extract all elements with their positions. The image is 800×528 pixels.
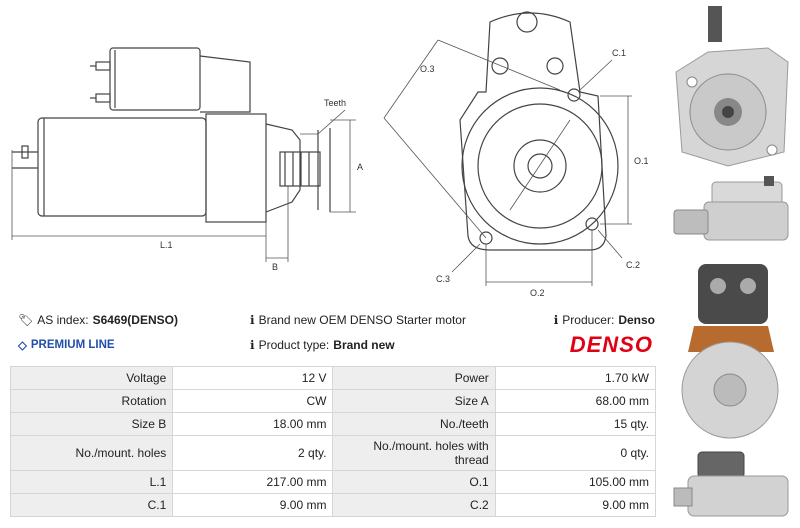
as-index-label: AS index: bbox=[37, 313, 89, 327]
spec-label: C.1 bbox=[9, 493, 174, 517]
spec-label: Size B bbox=[9, 412, 174, 436]
as-index: 🏷 AS index: S6469(DENSO) bbox=[18, 313, 178, 327]
spec-label: Size A bbox=[332, 389, 496, 413]
description-text: Brand new OEM DENSO Starter motor bbox=[258, 313, 466, 327]
producer-value: Denso bbox=[618, 313, 655, 327]
spec-value: CW bbox=[172, 389, 334, 413]
spec-label: Voltage bbox=[9, 366, 174, 390]
spec-value: 12 V bbox=[172, 366, 334, 390]
product-type-value: Brand new bbox=[333, 338, 395, 352]
table-row: C.1 9.00 mm C.2 9.00 mm bbox=[9, 493, 657, 517]
spec-value: 18.00 mm bbox=[172, 412, 334, 436]
spec-label: No./teeth bbox=[332, 412, 496, 436]
info-icon: ℹ bbox=[553, 313, 559, 327]
producer: ℹ Producer: Denso bbox=[554, 313, 655, 327]
starter-photo-top[interactable] bbox=[668, 446, 800, 526]
dimension-o1-label: O.1 bbox=[634, 156, 649, 166]
dimension-c2-label: C.2 bbox=[626, 260, 640, 270]
premium-line-label: PREMIUM LINE bbox=[30, 339, 115, 351]
starter-photo-side[interactable] bbox=[668, 172, 800, 252]
table-row: Voltage 12 V Power 1.70 kW bbox=[9, 366, 657, 390]
spec-value: 9.00 mm bbox=[494, 493, 657, 517]
spec-label: C.2 bbox=[332, 493, 496, 517]
product-type: ℹ Product type: Brand new bbox=[250, 338, 395, 352]
spec-label: Rotation bbox=[9, 389, 174, 413]
denso-logo: DENSO bbox=[569, 332, 653, 357]
dimension-b-label: B bbox=[272, 262, 278, 272]
spec-label: O.1 bbox=[332, 470, 496, 494]
info-icon: ℹ bbox=[250, 313, 255, 327]
dimension-l1-label: L.1 bbox=[160, 240, 173, 250]
tag-icon: 🏷 bbox=[18, 313, 34, 327]
as-index-value: S6469(DENSO) bbox=[92, 313, 178, 327]
diamond-icon: ◇ bbox=[18, 340, 27, 352]
table-row: Size B 18.00 mm No./teeth 15 qty. bbox=[9, 412, 657, 436]
spec-value: 105.00 mm bbox=[494, 470, 657, 494]
product-info: 🏷 AS index: S6469(DENSO) ℹ Brand new OEM… bbox=[0, 304, 665, 364]
info-icon: ℹ bbox=[250, 338, 255, 352]
spec-label: Power bbox=[332, 366, 496, 390]
technical-drawing: Teeth A B L.1 O.3 C.1 O.1 C.2 C.3 O.2 bbox=[11, 11, 649, 298]
starter-photo-front[interactable] bbox=[668, 2, 800, 170]
producer-label: Producer: bbox=[562, 313, 615, 327]
spec-label: No./mount. holes with thread bbox=[332, 435, 496, 471]
product-photos bbox=[668, 0, 800, 528]
table-row: Rotation CW Size A 68.00 mm bbox=[9, 389, 657, 413]
spec-value: 2 qty. bbox=[172, 435, 334, 471]
spec-value: 9.00 mm bbox=[172, 493, 334, 517]
spec-label: L.1 bbox=[9, 470, 174, 494]
spec-value: 217.00 mm bbox=[172, 470, 334, 494]
table-row: L.1 217.00 mm O.1 105.00 mm bbox=[9, 470, 657, 494]
spec-value: 0 qty. bbox=[494, 435, 657, 471]
dimension-c3-label: C.3 bbox=[436, 274, 450, 284]
spec-label: No./mount. holes bbox=[9, 435, 174, 471]
dimension-a-label: A bbox=[357, 162, 363, 172]
spec-value: 68.00 mm bbox=[494, 389, 657, 413]
starter-photo-rear[interactable] bbox=[668, 256, 800, 442]
description: ℹ Brand new OEM DENSO Starter motor bbox=[250, 313, 466, 327]
teeth-label: Teeth bbox=[324, 98, 346, 108]
dimension-c1-label: C.1 bbox=[612, 48, 626, 58]
specs-table: Voltage 12 V Power 1.70 kW Rotation CW S… bbox=[9, 366, 657, 517]
dimension-o3-label: O.3 bbox=[420, 64, 435, 74]
premium-line-badge[interactable]: ◇ PREMIUM LINE bbox=[18, 338, 115, 352]
product-type-label: Product type: bbox=[258, 338, 330, 352]
spec-value: 1.70 kW bbox=[494, 366, 657, 390]
spec-value: 15 qty. bbox=[494, 412, 657, 436]
dimension-o2-label: O.2 bbox=[530, 288, 545, 298]
table-row: No./mount. holes 2 qty. No./mount. holes… bbox=[9, 435, 657, 471]
